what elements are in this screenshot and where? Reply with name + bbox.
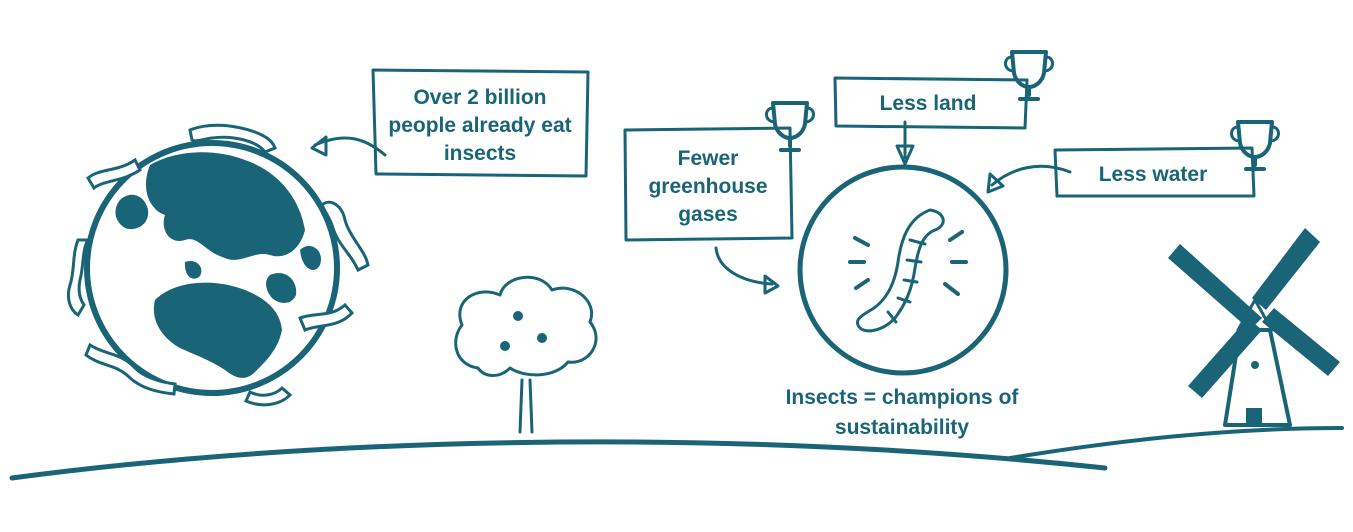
eat-insects-callout: Over 2 billion people already eat insect… <box>310 68 590 178</box>
trophy-icon <box>765 101 815 152</box>
land-callout: Less land <box>833 76 1029 166</box>
greenhouse-callout: Fewer greenhouse gases <box>623 126 794 295</box>
worm-icon <box>797 164 1009 376</box>
globe-icon <box>66 123 370 407</box>
water-callout: Less water <box>986 146 1256 198</box>
land-label: Less land <box>880 92 977 115</box>
greenhouse-line-2: greenhouse <box>648 175 767 198</box>
arrow-greenhouse <box>714 246 774 286</box>
windmill-icon <box>1168 228 1340 427</box>
trophy-icon <box>1004 50 1054 101</box>
arrow-to-globe <box>313 136 387 157</box>
trophy-icon <box>1230 120 1280 171</box>
water-label: Less water <box>1099 163 1208 186</box>
conclusion-line-2: sustainability <box>835 416 970 439</box>
eat-insects-line-2: people already eat <box>388 114 571 137</box>
eat-insects-line-3: insects <box>444 142 516 165</box>
eat-insects-line-1: Over 2 billion <box>413 86 546 109</box>
arrow-water <box>990 164 1072 187</box>
conclusion-line-1: Insects = champions of <box>786 386 1020 409</box>
greenhouse-line-3: gases <box>678 203 738 226</box>
greenhouse-line-1: Fewer <box>678 147 739 170</box>
tree-icon <box>454 275 598 434</box>
ground-line <box>9 426 1344 481</box>
